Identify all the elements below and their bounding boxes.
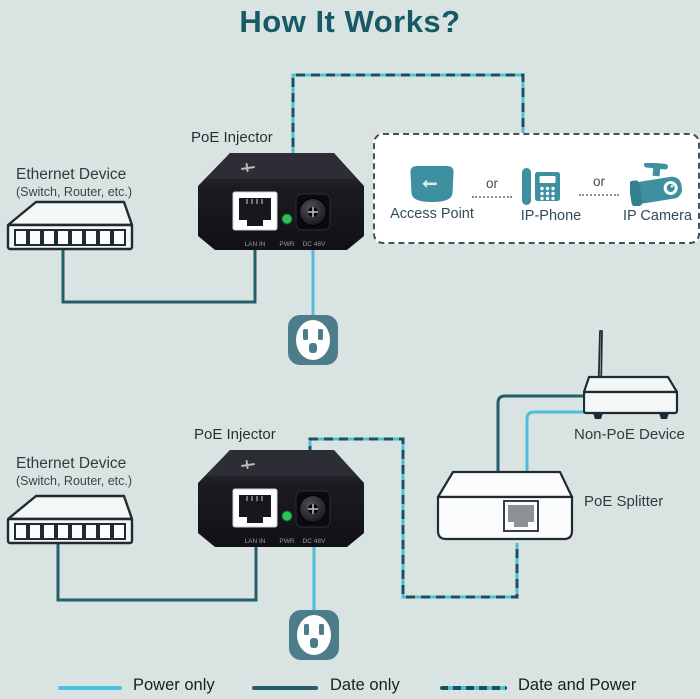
lan-in-label-top: LAN IN [245,241,266,248]
antenna [597,330,603,378]
data-power-line-top-dashes [291,73,525,162]
page-title: How It Works? [239,4,461,39]
legend-date-only-line [252,686,318,690]
pwr-label-top: PWR [279,241,294,248]
dc-jack [295,193,331,231]
outlet-face [297,615,331,655]
legend-date-and-power-line [440,686,507,690]
ethernet-device-label-top: Ethernet Device [16,166,127,183]
data-line-bottom [56,540,258,602]
legend-date-only-label: Date only [330,676,400,694]
ip-phone-icon [522,168,560,205]
legend-date-and-power-label: Date and Power [518,676,637,694]
poe-injector-icon-bottom: LAN IN PWR DC 48V [198,450,364,547]
dc48v-label-top: DC 48V [303,241,326,248]
poe-injector-icon-top: LAN IN PWR DC 48V [198,153,364,250]
power-outlet-icon-bottom [289,610,339,660]
or-separator-1: or [472,176,512,198]
or-separator-2: or [579,174,619,196]
tp-link-logo [241,163,255,172]
poe-injector-label-top: PoE Injector [191,129,273,146]
dc-jack [295,490,331,528]
outlet-face [296,320,330,360]
power-led [281,213,293,225]
switch-ports [14,229,126,246]
dc48v-label-bottom: DC 48V [303,538,326,545]
access-point-icon [410,166,454,202]
ethernet-device-sublabel-top: (Switch, Router, etc.) [16,185,133,199]
ethernet-device-label-bottom: Ethernet Device [16,455,127,472]
powered-devices-box: Access Point or IP-Phone or [373,133,700,244]
legend-power-only-label: Power only [133,676,215,694]
ip-phone-label: IP-Phone [520,208,582,224]
ethernet-device-sublabel-bottom: (Switch, Router, etc.) [16,474,133,488]
poe-splitter-icon [436,470,574,541]
poe-injector-label-bottom: PoE Injector [194,426,276,443]
poe-splitter-label: PoE Splitter [584,493,664,510]
non-poe-device-icon [583,330,679,419]
ip-camera-label: IP Camera [622,208,693,224]
power-outlet-icon-top [288,315,338,365]
lan-in-label-bottom: LAN IN [245,538,266,545]
ethernet-switch-icon-bottom [6,494,134,545]
pwr-label-bottom: PWR [279,538,294,545]
data-power-line-bottom-dashes [308,437,519,599]
access-point-label: Access Point [390,206,474,222]
data-line-top [61,245,257,304]
ip-camera-icon [630,163,682,206]
data-line-splitter [496,394,592,480]
legend-power-only-line [58,686,122,690]
ethernet-switch-icon-top [6,200,134,251]
power-line-splitter [525,410,592,480]
non-poe-device-label: Non-PoE Device [574,426,685,443]
